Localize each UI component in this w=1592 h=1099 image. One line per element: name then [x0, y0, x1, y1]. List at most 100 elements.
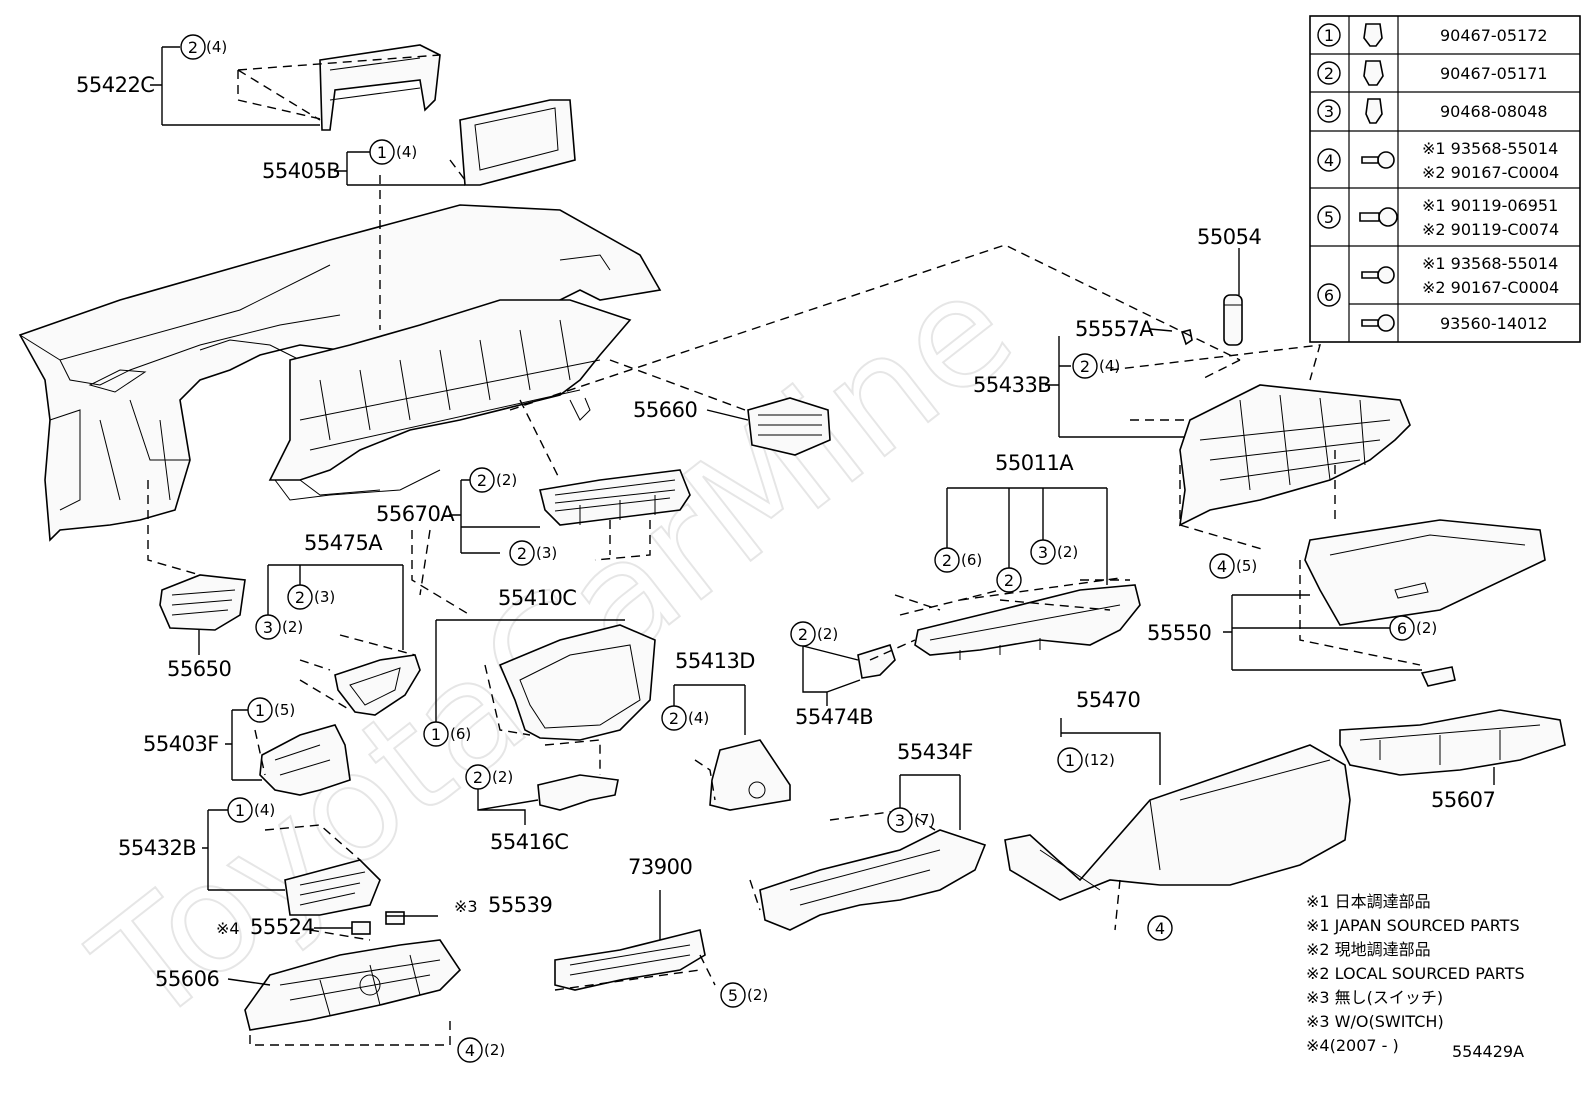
label-55606: 55606 [155, 967, 219, 991]
svg-text:※2 90119-C0074: ※2 90119-C0074 [1422, 220, 1559, 239]
label-55474B: 55474B [795, 705, 873, 729]
part-55660-illustration [747, 397, 831, 456]
part-55433B-illustration [1178, 384, 1411, 527]
label-55475A: 55475A [304, 531, 383, 555]
label-55054: 55054 [1197, 225, 1261, 249]
svg-text:3: 3 [895, 811, 905, 830]
screw-icon [1361, 314, 1395, 332]
svg-text:1: 1 [1324, 26, 1334, 45]
part-55434F-illustration [759, 829, 987, 931]
note: ※1 JAPAN SOURCED PARTS [1306, 916, 1520, 935]
callout-55470-bottom: 4 [1147, 915, 1173, 941]
label-55433B: 55433B [973, 373, 1051, 397]
label-55650: 55650 [167, 657, 231, 681]
svg-text:2: 2 [1324, 64, 1334, 83]
label-55607: 55607 [1431, 788, 1495, 812]
svg-text:1: 1 [235, 801, 245, 820]
label-55011A: 55011A [995, 451, 1074, 475]
callouts: 2 (4) 1 (4) 2 (4) 2 (2) 2 (3) 2 (6) [180, 34, 1437, 1063]
table-row: 4 ※1 93568-55014 ※2 90167-C0004 [1317, 139, 1559, 182]
part-55416C-illustration [537, 774, 619, 811]
svg-text:(2): (2) [484, 1041, 505, 1059]
svg-text:5: 5 [728, 986, 738, 1005]
bolt-icon [1359, 207, 1398, 227]
svg-text:90467-05172: 90467-05172 [1440, 26, 1548, 45]
svg-text:(12): (12) [1084, 751, 1115, 769]
svg-text:6: 6 [1397, 619, 1407, 638]
part-55539-illustration [385, 911, 405, 925]
svg-text:(6): (6) [961, 551, 982, 569]
callout-55470: 1 (12) [1057, 747, 1115, 773]
label-55524: 55524 [250, 915, 314, 939]
callout-55474B: 2 (2) [790, 621, 838, 647]
callout-55434F: 3 (7) [887, 807, 935, 833]
svg-text:1: 1 [1065, 751, 1075, 770]
svg-text:2: 2 [942, 551, 952, 570]
svg-text:(3): (3) [536, 544, 557, 562]
part-55475A-illustration [334, 654, 421, 716]
svg-text:(2): (2) [496, 471, 517, 489]
label-55413D: 55413D [675, 649, 755, 673]
svg-text:4: 4 [1324, 151, 1334, 170]
callout-55432B: 1 (4) [227, 797, 275, 823]
note: ※2 現地調達部品 [1306, 940, 1431, 959]
svg-text:2: 2 [295, 588, 305, 607]
svg-text:※1 93568-55014: ※1 93568-55014 [1422, 139, 1558, 158]
svg-text:3: 3 [1038, 543, 1048, 562]
svg-text:1: 1 [255, 701, 265, 720]
svg-text:(4): (4) [206, 38, 227, 56]
screw-icon [1361, 266, 1395, 284]
svg-text:2: 2 [1080, 357, 1090, 376]
part-labels: 55422C 55405B 55054 55557A 55433B 55660 … [76, 73, 1524, 1061]
svg-text:※2 90167-C0004: ※2 90167-C0004 [1422, 278, 1559, 297]
svg-text:(2): (2) [747, 986, 768, 1004]
notes: ※1 日本調達部品 ※1 JAPAN SOURCED PARTS ※2 現地調達… [1306, 892, 1525, 1055]
svg-text:4: 4 [1217, 557, 1227, 576]
note: ※1 日本調達部品 [1306, 892, 1431, 911]
note: ※3 W/O(SWITCH) [1306, 1012, 1444, 1031]
svg-text:(2): (2) [817, 625, 838, 643]
clip-icon [1365, 98, 1383, 124]
svg-text:90467-05171: 90467-05171 [1440, 64, 1548, 83]
callout-55422C: 2 (4) [180, 34, 227, 60]
callout-55550-top: 4 (5) [1209, 553, 1257, 579]
svg-text:(4): (4) [254, 801, 275, 819]
svg-text:※2 90167-C0004: ※2 90167-C0004 [1422, 163, 1559, 182]
fastener-table: 1 90467-05172 2 90467-05171 3 90468-0804… [1309, 15, 1581, 343]
callout-55405B: 1 (4) [369, 139, 417, 165]
svg-text:3: 3 [1324, 102, 1334, 121]
part-55607-illustration [1339, 709, 1566, 776]
note: ※4(2007 - ) [1306, 1036, 1399, 1055]
callout-55410C: 1 (6) [423, 721, 471, 747]
svg-text:2: 2 [669, 709, 679, 728]
label-55670A: 55670A [376, 502, 455, 526]
callout-55011A-a: 2 (6) [934, 547, 982, 573]
svg-text:(7): (7) [914, 811, 935, 829]
callout-55011A-b: 2 [996, 567, 1022, 593]
svg-text:(2): (2) [1057, 543, 1078, 561]
svg-text:※1 93568-55014: ※1 93568-55014 [1422, 254, 1558, 273]
table-row: 3 90468-08048 [1317, 98, 1548, 124]
svg-text:(2): (2) [1416, 619, 1437, 637]
part-55474B-illustration [857, 644, 896, 679]
label-55660: 55660 [633, 398, 697, 422]
note: ※2 LOCAL SOURCED PARTS [1306, 964, 1525, 983]
part-55011A-illustration [914, 584, 1141, 660]
svg-text:1: 1 [431, 725, 441, 744]
svg-text:2: 2 [188, 38, 198, 57]
svg-text:(4): (4) [396, 143, 417, 161]
label-55403F: 55403F [143, 732, 219, 756]
clip-icon [1363, 60, 1384, 86]
label-55422C: 55422C [76, 73, 154, 97]
svg-text:2: 2 [798, 625, 808, 644]
callout-55416C: 2 (2) [465, 764, 513, 790]
svg-text:(2): (2) [282, 618, 303, 636]
svg-text:2: 2 [477, 471, 487, 490]
svg-text:(5): (5) [1236, 557, 1257, 575]
callout-55413D: 2 (4) [661, 705, 709, 731]
part-55670A-illustration [539, 469, 691, 526]
label-55432B: 55432B [118, 836, 196, 860]
svg-text:2: 2 [517, 544, 527, 563]
label-55539-prefix: ※3 [454, 897, 478, 916]
callout-55606: 4 (2) [457, 1037, 505, 1063]
